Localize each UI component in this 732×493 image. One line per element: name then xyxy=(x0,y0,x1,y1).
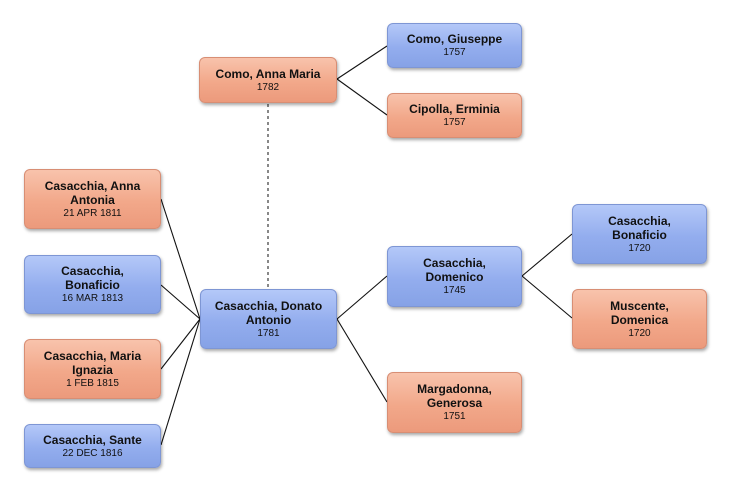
child-link xyxy=(160,318,201,446)
child-link xyxy=(160,198,201,320)
person-date: 1751 xyxy=(443,411,466,422)
parent-link xyxy=(336,45,388,80)
person-card-margadonna-generosa[interactable]: Margadonna, Generosa 1751 xyxy=(387,372,522,433)
parent-link xyxy=(521,275,573,319)
person-card-casacchia-donato-antonio[interactable]: Casacchia, Donato Antonio 1781 xyxy=(200,289,337,349)
person-name: Casacchia, Anna Antonia xyxy=(44,178,141,207)
person-date: 1757 xyxy=(443,47,466,58)
person-date: 1781 xyxy=(257,327,280,339)
person-date: 1745 xyxy=(443,285,466,296)
person-name: Muscente, Domenica xyxy=(610,298,669,327)
person-date: 16 MAR 1813 xyxy=(61,293,124,304)
parent-link xyxy=(336,318,388,403)
person-name: Como, Giuseppe xyxy=(406,32,503,46)
person-name: Margadonna, Generosa xyxy=(417,382,492,410)
child-link xyxy=(160,318,201,370)
person-date: 1782 xyxy=(256,81,280,93)
parent-link xyxy=(336,275,388,320)
person-name: Casacchia, Donato Antonio xyxy=(214,298,323,327)
person-date: 1757 xyxy=(443,117,466,128)
person-name: Cipolla, Erminia xyxy=(409,102,500,116)
person-name: Casacchia, Bonaficio xyxy=(608,213,671,242)
person-card-como-giuseppe[interactable]: Como, Giuseppe 1757 xyxy=(387,23,522,68)
person-date: 1720 xyxy=(628,242,651,254)
person-card-casacchia-domenico[interactable]: Casacchia, Domenico 1745 xyxy=(387,246,522,307)
person-card-cipolla-erminia[interactable]: Cipolla, Erminia 1757 xyxy=(387,93,522,138)
person-date: 1720 xyxy=(628,327,651,339)
child-link xyxy=(160,284,201,320)
person-name: Casacchia, Bonaficio xyxy=(61,264,124,292)
person-card-casacchia-sante[interactable]: Casacchia, Sante 22 DEC 1816 xyxy=(24,424,161,468)
parent-link xyxy=(336,78,388,116)
person-name: Casacchia, Domenico xyxy=(423,256,486,284)
person-card-como-anna-maria[interactable]: Como, Anna Maria 1782 xyxy=(199,57,337,103)
parent-link xyxy=(521,233,573,277)
person-date: 22 DEC 1816 xyxy=(62,447,123,459)
person-name: Como, Anna Maria xyxy=(215,66,321,81)
person-card-casacchia-maria-ignazia[interactable]: Casacchia, Maria Ignazia 1 FEB 1815 xyxy=(24,339,161,399)
person-card-casacchia-bonaficio-child[interactable]: Casacchia, Bonaficio 16 MAR 1813 xyxy=(24,255,161,314)
person-date: 1 FEB 1815 xyxy=(66,377,119,389)
person-card-casacchia-bonaficio-elder[interactable]: Casacchia, Bonaficio 1720 xyxy=(572,204,707,264)
person-card-casacchia-anna-antonia[interactable]: Casacchia, Anna Antonia 21 APR 1811 xyxy=(24,169,161,229)
person-date: 21 APR 1811 xyxy=(63,207,122,219)
person-name: Casacchia, Sante xyxy=(43,432,142,447)
person-card-muscente-domenica[interactable]: Muscente, Domenica 1720 xyxy=(572,289,707,349)
person-name: Casacchia, Maria Ignazia xyxy=(43,348,142,377)
